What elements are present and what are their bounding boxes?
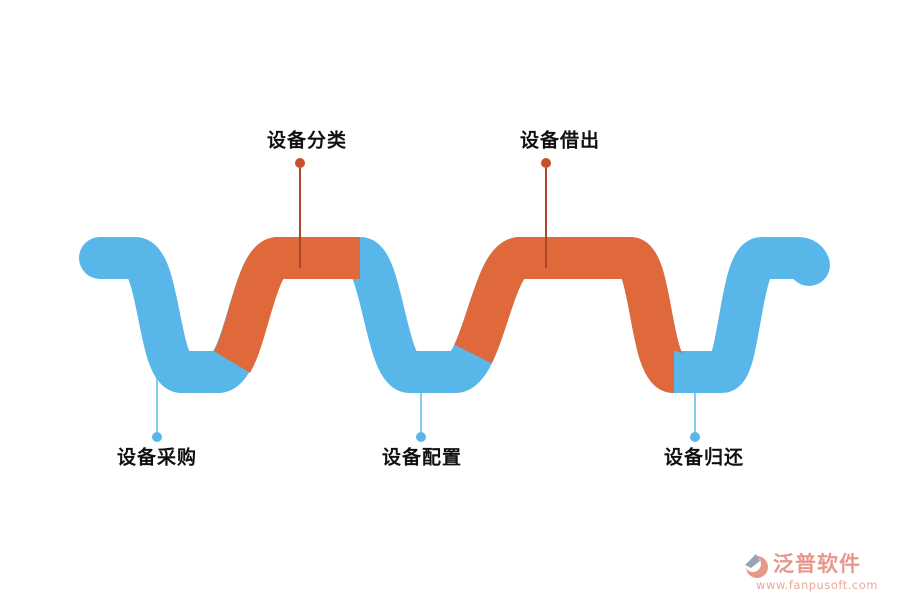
- step-label-equipment-classification: 设备分类: [266, 129, 348, 152]
- connector-dot-return: [690, 432, 700, 442]
- watermark: 泛普软件 www.fanpusoft.com: [742, 552, 892, 594]
- connector-dot-lending: [541, 158, 551, 168]
- watermark-logo-icon: [745, 554, 768, 578]
- watermark-url: www.fanpusoft.com: [756, 578, 878, 592]
- connector-dot-classification: [295, 158, 305, 168]
- wave-segment-orange-1: [213, 237, 360, 373]
- watermark-brand: 泛普软件: [773, 552, 861, 576]
- step-label-equipment-lending: 设备借出: [519, 129, 601, 152]
- step-label-equipment-procurement: 设备采购: [116, 446, 198, 469]
- wave-segment-orange-2: [453, 237, 686, 393]
- connector-dot-configuration: [416, 432, 426, 442]
- connector-dot-procurement: [152, 432, 162, 442]
- wave-base-blue: [79, 237, 830, 393]
- step-label-equipment-return: 设备归还: [663, 446, 745, 469]
- step-label-equipment-configuration: 设备配置: [381, 446, 463, 469]
